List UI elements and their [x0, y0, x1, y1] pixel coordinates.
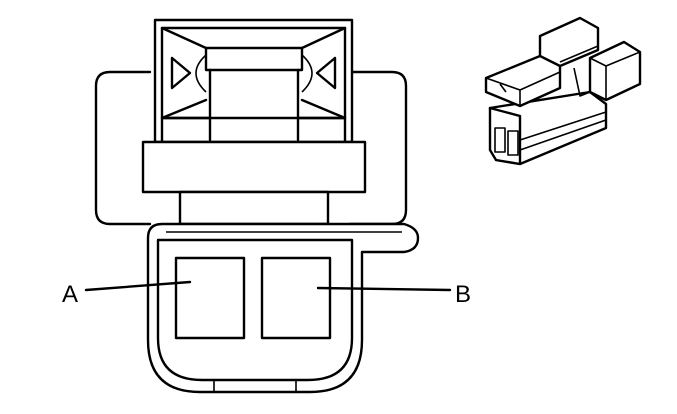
latch-tab-body: [208, 68, 300, 142]
iso-cavity-2: [507, 130, 519, 156]
leader-line-b: [316, 286, 452, 292]
latch-tab: [204, 46, 304, 72]
iso-cavity-1: [494, 127, 506, 153]
cavity-housing-lip: [166, 231, 402, 392]
latch-curve-left: [195, 54, 207, 93]
terminal-label-b: B: [455, 281, 472, 308]
iso-latch-top: [538, 16, 600, 68]
latch-curve-right: [301, 54, 313, 93]
latch-base-lines: [160, 116, 347, 144]
latch-inner-frame: [160, 26, 347, 120]
terminal-cavity-a: [174, 256, 246, 340]
cavity-housing-inner: [156, 238, 354, 382]
leader-line-a: [84, 280, 192, 292]
neck-block: [178, 190, 330, 226]
terminal-label-a: A: [62, 281, 79, 308]
housing-outer: [94, 70, 152, 226]
latch-wedge-right: [300, 26, 347, 120]
iso-latch-details: [485, 45, 641, 106]
latch-wedge-left: [160, 26, 208, 120]
terminal-cavity-b: [260, 256, 332, 340]
iso-body-ridges: [519, 111, 607, 151]
